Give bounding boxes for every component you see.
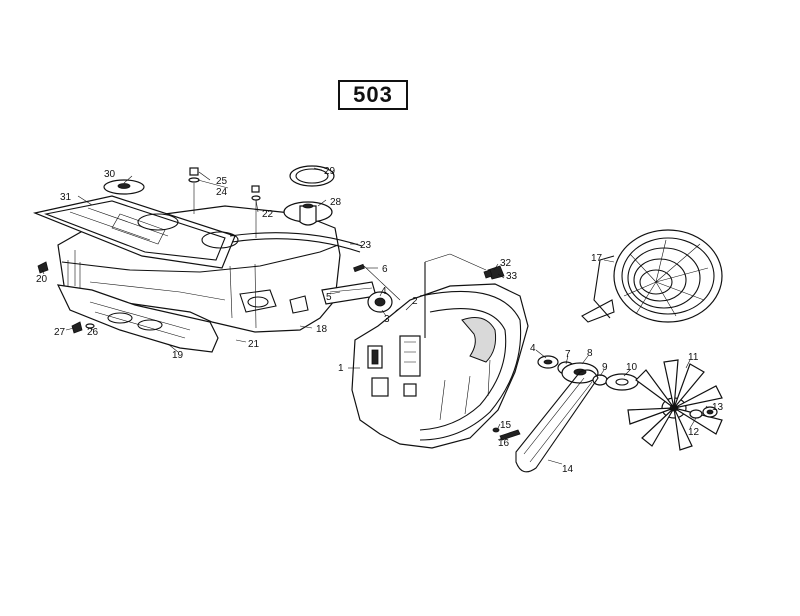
callout-21: 21 xyxy=(248,339,260,350)
callout-29: 29 xyxy=(324,166,336,177)
drive-belt xyxy=(515,369,599,473)
callout-9: 9 xyxy=(602,362,608,373)
callout-24: 24 xyxy=(216,187,228,198)
callout-20: 20 xyxy=(36,274,48,285)
callout-6: 6 xyxy=(382,264,388,275)
pulley-stack xyxy=(537,355,639,391)
callout-32: 32 xyxy=(500,258,512,269)
callout-15: 15 xyxy=(500,420,512,431)
callout-33: 33 xyxy=(506,271,518,282)
callout-27: 27 xyxy=(54,327,66,338)
callout-18: 18 xyxy=(316,324,328,335)
callout-25: 25 xyxy=(216,176,228,187)
callout-labels: 30 31 25 24 22 29 28 23 6 5 4 2 3 18 21 … xyxy=(36,166,724,475)
callout-23: 23 xyxy=(360,240,372,251)
callout-16: 16 xyxy=(498,438,510,449)
callout-14: 14 xyxy=(562,464,574,475)
callout-11: 11 xyxy=(688,352,699,363)
callout-12: 12 xyxy=(688,427,700,438)
callout-10: 10 xyxy=(626,362,638,373)
fan-guard xyxy=(581,229,723,323)
callout-22: 22 xyxy=(262,209,274,220)
callout-13: 13 xyxy=(712,402,724,413)
callout-4: 4 xyxy=(381,286,387,297)
callout-7: 7 xyxy=(565,349,571,360)
callout-28: 28 xyxy=(330,197,342,208)
callout-8: 8 xyxy=(587,348,593,359)
callout-17: 17 xyxy=(591,253,603,264)
diagram-number-box: 503 xyxy=(338,80,408,110)
fan-housing xyxy=(351,253,529,449)
engine-shroud-assembly xyxy=(32,165,363,353)
callout-1: 1 xyxy=(338,363,344,374)
callout-26: 26 xyxy=(87,327,99,338)
callout-5: 5 xyxy=(326,292,332,303)
screws-15-16 xyxy=(492,427,521,441)
callout-30: 30 xyxy=(104,169,116,180)
callout-19: 19 xyxy=(172,350,184,361)
callout-3: 3 xyxy=(384,314,390,325)
callout-4-right: 4 xyxy=(530,343,536,354)
leader-lines xyxy=(41,167,709,465)
cooling-fan-blade xyxy=(627,359,723,451)
callout-31: 31 xyxy=(60,192,72,203)
callout-2: 2 xyxy=(412,296,418,307)
diagram-number: 503 xyxy=(353,82,393,107)
